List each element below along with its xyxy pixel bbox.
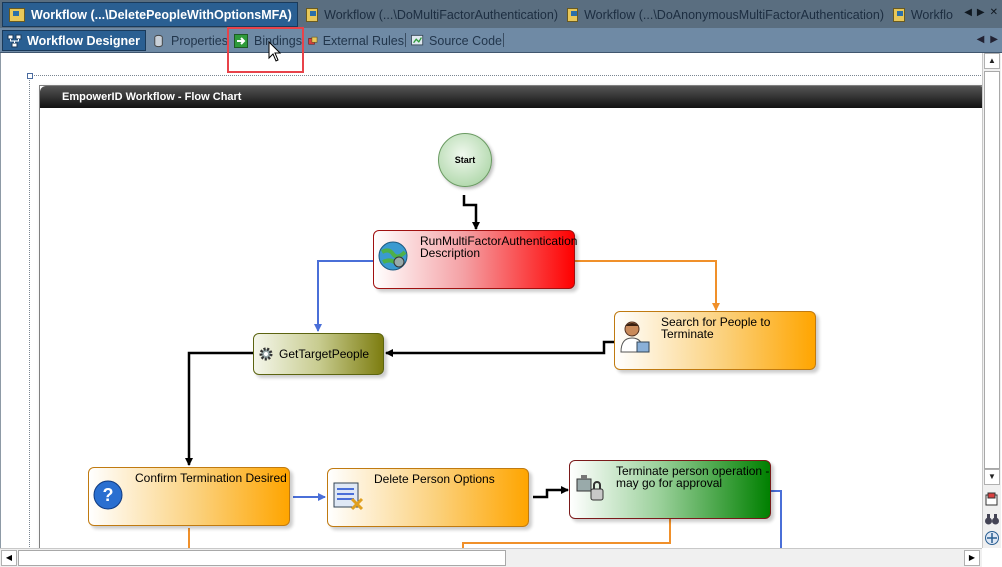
tab-source-code[interactable]: Source Code: [407, 30, 502, 51]
activity-terminate-person[interactable]: Terminate person operation - may go for …: [569, 460, 771, 519]
activity-title-cont: may go for approval: [616, 476, 723, 490]
source-code-icon: [411, 34, 424, 45]
highlight-annotation: [227, 27, 304, 73]
tab-divider: [503, 33, 504, 47]
start-node[interactable]: Start: [438, 133, 492, 187]
svg-text:?: ?: [103, 485, 114, 505]
selection-border: [29, 75, 30, 548]
gear-icon: [259, 347, 273, 361]
designer-icon: [7, 34, 22, 47]
resize-handle[interactable]: [27, 73, 33, 79]
connector-mfa-to-search: [575, 260, 720, 311]
external-rules-icon: [308, 36, 318, 45]
activity-title: Delete Person Options: [374, 472, 495, 486]
scroll-left-icon[interactable]: ◀: [976, 34, 985, 45]
delete-list-icon: [333, 482, 364, 511]
scroll-up-icon[interactable]: ▲: [984, 53, 1000, 69]
doc-tab-do-mfa[interactable]: Workflow (...\DoMultiFactorAuthenticatio…: [300, 2, 558, 27]
mouse-cursor-icon: [268, 41, 282, 62]
tab-workflow-designer[interactable]: Workflow Designer: [2, 30, 146, 51]
workflow-icon: [306, 7, 319, 22]
flow-connectors: [185, 195, 782, 548]
camera-lock-icon: [576, 475, 604, 501]
activity-search-people[interactable]: Search for People to Terminate: [614, 311, 816, 370]
activity-title-cont: Terminate: [661, 327, 714, 341]
vertical-scroll-thumb[interactable]: [984, 71, 1000, 469]
tab-label: Workflow Designer: [27, 33, 140, 48]
document-tab-strip: Workflow (...\DeletePeopleWithOptionsMFA…: [0, 0, 1002, 28]
tab-label: External Rules: [322, 33, 404, 48]
scroll-right-icon[interactable]: ▶: [990, 34, 998, 45]
workflow-icon: [9, 7, 25, 22]
doc-tab-label: Workflow (...\DoAnonymousMultiFactorAuth…: [584, 7, 884, 22]
scroll-right-icon[interactable]: ▶: [976, 7, 985, 18]
connector-terminate-orange: [462, 519, 671, 548]
doc-tab-label: Workflow (...\DeletePeopleWithOptionsMFA…: [31, 7, 292, 22]
connector-search-to-gettarget: [385, 340, 614, 357]
doc-tab-delete-people-mfa[interactable]: Workflow (...\DeletePeopleWithOptionsMFA…: [2, 2, 298, 27]
activity-run-mfa[interactable]: RunMultiFactorAuthentication Description: [373, 230, 578, 289]
start-label: Start: [454, 155, 476, 165]
globe-icon: [378, 241, 408, 271]
activity-description: Description: [420, 246, 481, 260]
close-icon[interactable]: ✕: [989, 7, 998, 18]
horizontal-scrollbar[interactable]: ◀ ▶: [0, 548, 982, 567]
tab-label: Bindings: [254, 33, 302, 48]
doc-tab-label: Workflow (...\DoMultiFactorAuthenticatio…: [324, 7, 558, 22]
flow-chart-title: EmpowerID Workflow - Flow Chart: [40, 86, 983, 108]
selection-border: [29, 75, 983, 78]
activity-title: Confirm Termination Desired: [135, 471, 287, 485]
scroll-down-icon[interactable]: ▼: [984, 469, 1000, 485]
tab-properties[interactable]: Properties: [148, 30, 228, 51]
workflow-icon: [567, 7, 579, 22]
scroll-left-icon[interactable]: ◀: [964, 7, 972, 18]
properties-icon: [154, 34, 163, 47]
question-icon: ?: [93, 480, 123, 510]
activity-title: RunMultiFactorAuthentication: [420, 234, 578, 248]
scroll-left-icon[interactable]: ◀: [1, 550, 17, 566]
print-preview-icon[interactable]: [984, 492, 1000, 508]
tab-divider: [405, 33, 406, 47]
binoculars-icon[interactable]: [984, 511, 1000, 527]
tab-bindings[interactable]: Bindings: [230, 30, 302, 51]
workflow-icon: [893, 7, 905, 22]
doc-tab-do-anon-mfa[interactable]: Workflow (...\DoAnonymousMultiFactorAuth…: [561, 2, 884, 27]
activity-delete-person-options[interactable]: Delete Person Options: [327, 468, 529, 527]
activity-title: GetTargetPeople: [279, 347, 370, 361]
activity-title: Terminate person operation -: [616, 464, 770, 478]
connector-gettarget-to-confirm: [185, 351, 254, 466]
designer-tab-strip: Workflow Designer Properties Bindings Ex…: [0, 28, 1002, 53]
connector-start-to-mfa: [462, 195, 480, 230]
tab-label: Source Code: [429, 33, 502, 48]
pan-icon[interactable]: [984, 530, 1000, 546]
activity-confirm-termination[interactable]: ? Confirm Termination Desired: [88, 467, 290, 526]
person-icon: [620, 321, 650, 353]
activity-get-target-people[interactable]: GetTargetPeople: [253, 333, 384, 375]
scroll-right-icon[interactable]: ▶: [964, 550, 980, 566]
activity-title: Search for People to: [661, 315, 771, 329]
doc-tab-workflow-overflow[interactable]: Workflo: [887, 2, 953, 27]
tab-external-rules[interactable]: External Rules: [304, 30, 404, 51]
bindings-icon: [234, 33, 248, 48]
designer-canvas[interactable]: EmpowerID Workflow - Flow Chart: [0, 53, 983, 548]
doc-tab-label: Workflo: [910, 7, 953, 22]
connector-terminate-down: [771, 490, 782, 548]
connector-delete-to-terminate: [533, 486, 569, 499]
tab-label: Properties: [171, 33, 228, 48]
horizontal-scroll-thumb[interactable]: [18, 550, 506, 566]
vertical-scrollbar[interactable]: ▲ ▼: [982, 53, 1001, 548]
connector-mfa-to-gettarget: [314, 260, 374, 332]
